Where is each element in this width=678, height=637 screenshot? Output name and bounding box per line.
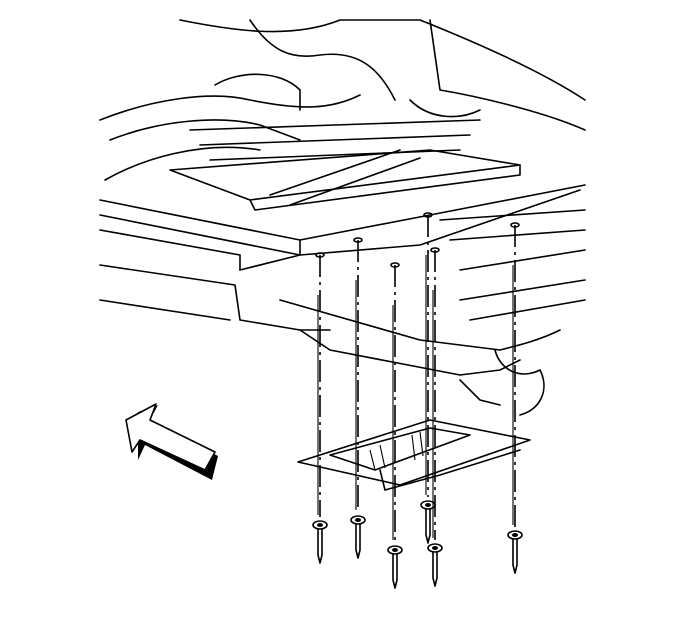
bolt-head — [425, 503, 431, 507]
direction-arrow-icon — [125, 403, 218, 480]
fastener-5 — [427, 247, 443, 587]
fasteners — [312, 212, 523, 589]
bolt-tip — [317, 528, 323, 564]
bolt-head — [432, 546, 438, 550]
bolt-tip — [512, 538, 518, 574]
bolt-tip — [392, 553, 398, 589]
bolt-head — [512, 533, 518, 537]
fastener-1 — [312, 252, 328, 564]
bolt-head — [392, 548, 398, 552]
fastener-2 — [350, 237, 366, 559]
shield-plate — [297, 419, 531, 491]
bolt-head — [355, 518, 361, 522]
bolt-tip — [432, 551, 438, 587]
fastener-3 — [387, 262, 403, 589]
fastener-6 — [507, 222, 523, 574]
bolt-tip — [425, 508, 431, 544]
vehicle-underbody — [99, 19, 586, 416]
bolt-head — [317, 523, 323, 527]
bolt-tip — [355, 523, 361, 559]
fastener-4 — [420, 212, 436, 544]
